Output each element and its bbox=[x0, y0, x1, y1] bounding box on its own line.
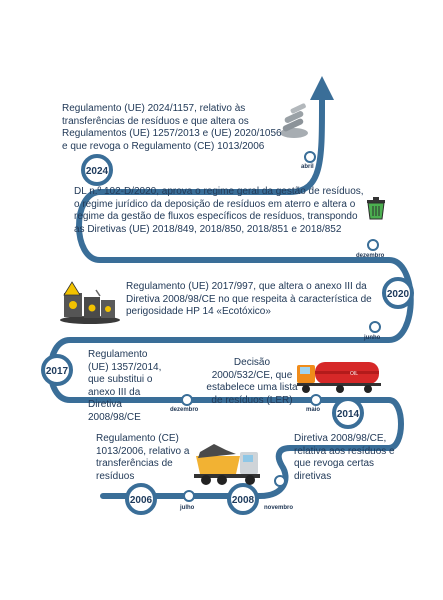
milestone-dot-abril bbox=[304, 151, 316, 163]
event-text-2006: Regulamento (CE) 1013/2006, relativo a t… bbox=[96, 433, 190, 482]
year-marker-2024: 2024 bbox=[81, 154, 113, 186]
event-text-2020-dl: DL n.º 102-D/2020, aprova o regime geral… bbox=[74, 186, 364, 235]
milestone-dot-novembro bbox=[274, 475, 286, 487]
milestone-dot-junho bbox=[369, 321, 381, 333]
year-marker-2020: 2020 bbox=[382, 277, 414, 309]
toxic-barrels-icon bbox=[60, 281, 120, 324]
year-marker-2014: 2014 bbox=[332, 397, 364, 429]
milestone-dot-dezembro-2014 bbox=[181, 394, 193, 406]
milestone-dot-julho bbox=[183, 490, 195, 502]
event-text-2008: Diretiva 2008/98/CE, relativa aos resídu… bbox=[294, 433, 395, 482]
event-text-2017: Regulamento (UE) 2017/997, que altera o … bbox=[126, 281, 372, 317]
year-marker-2008: 2008 bbox=[227, 483, 259, 515]
svg-text:OIL: OIL bbox=[350, 371, 358, 377]
month-label-novembro: novembro bbox=[264, 505, 294, 511]
event-text-2014: Regulamento (UE) 1357/2014, que substitu… bbox=[88, 349, 162, 423]
year-label: 2006 bbox=[130, 495, 153, 506]
year-label: 2024 bbox=[86, 166, 109, 177]
oil-tanker-truck-icon: OIL bbox=[297, 362, 381, 393]
milestone-dot-maio bbox=[310, 394, 322, 406]
year-label: 2008 bbox=[232, 495, 255, 506]
year-marker-2017: 2017 bbox=[41, 354, 73, 386]
month-label-dezembro: dezembro bbox=[170, 407, 199, 413]
year-label: 2014 bbox=[337, 409, 360, 420]
month-label-dezembro: dezembro bbox=[356, 253, 385, 259]
year-label: 2020 bbox=[387, 289, 410, 300]
event-text-2024: Regulamento (UE) 2024/1157, relativo às … bbox=[62, 103, 282, 152]
timeline-road bbox=[47, 76, 414, 499]
month-label-julho: julho bbox=[180, 505, 195, 511]
dump-truck-icon bbox=[194, 444, 260, 485]
waste-pipes-icon bbox=[280, 103, 308, 138]
month-label-junho: junho bbox=[364, 335, 381, 341]
year-label: 2017 bbox=[46, 366, 69, 377]
trash-bin-icon bbox=[367, 197, 385, 220]
year-marker-2006: 2006 bbox=[125, 483, 157, 515]
month-label-abril: abril bbox=[301, 164, 314, 170]
month-label-maio: maio bbox=[306, 407, 321, 413]
milestone-dot-dezembro-2020 bbox=[367, 239, 379, 251]
event-text-2000: Decisão 2000/532/CE, que estabelece uma … bbox=[206, 357, 298, 406]
